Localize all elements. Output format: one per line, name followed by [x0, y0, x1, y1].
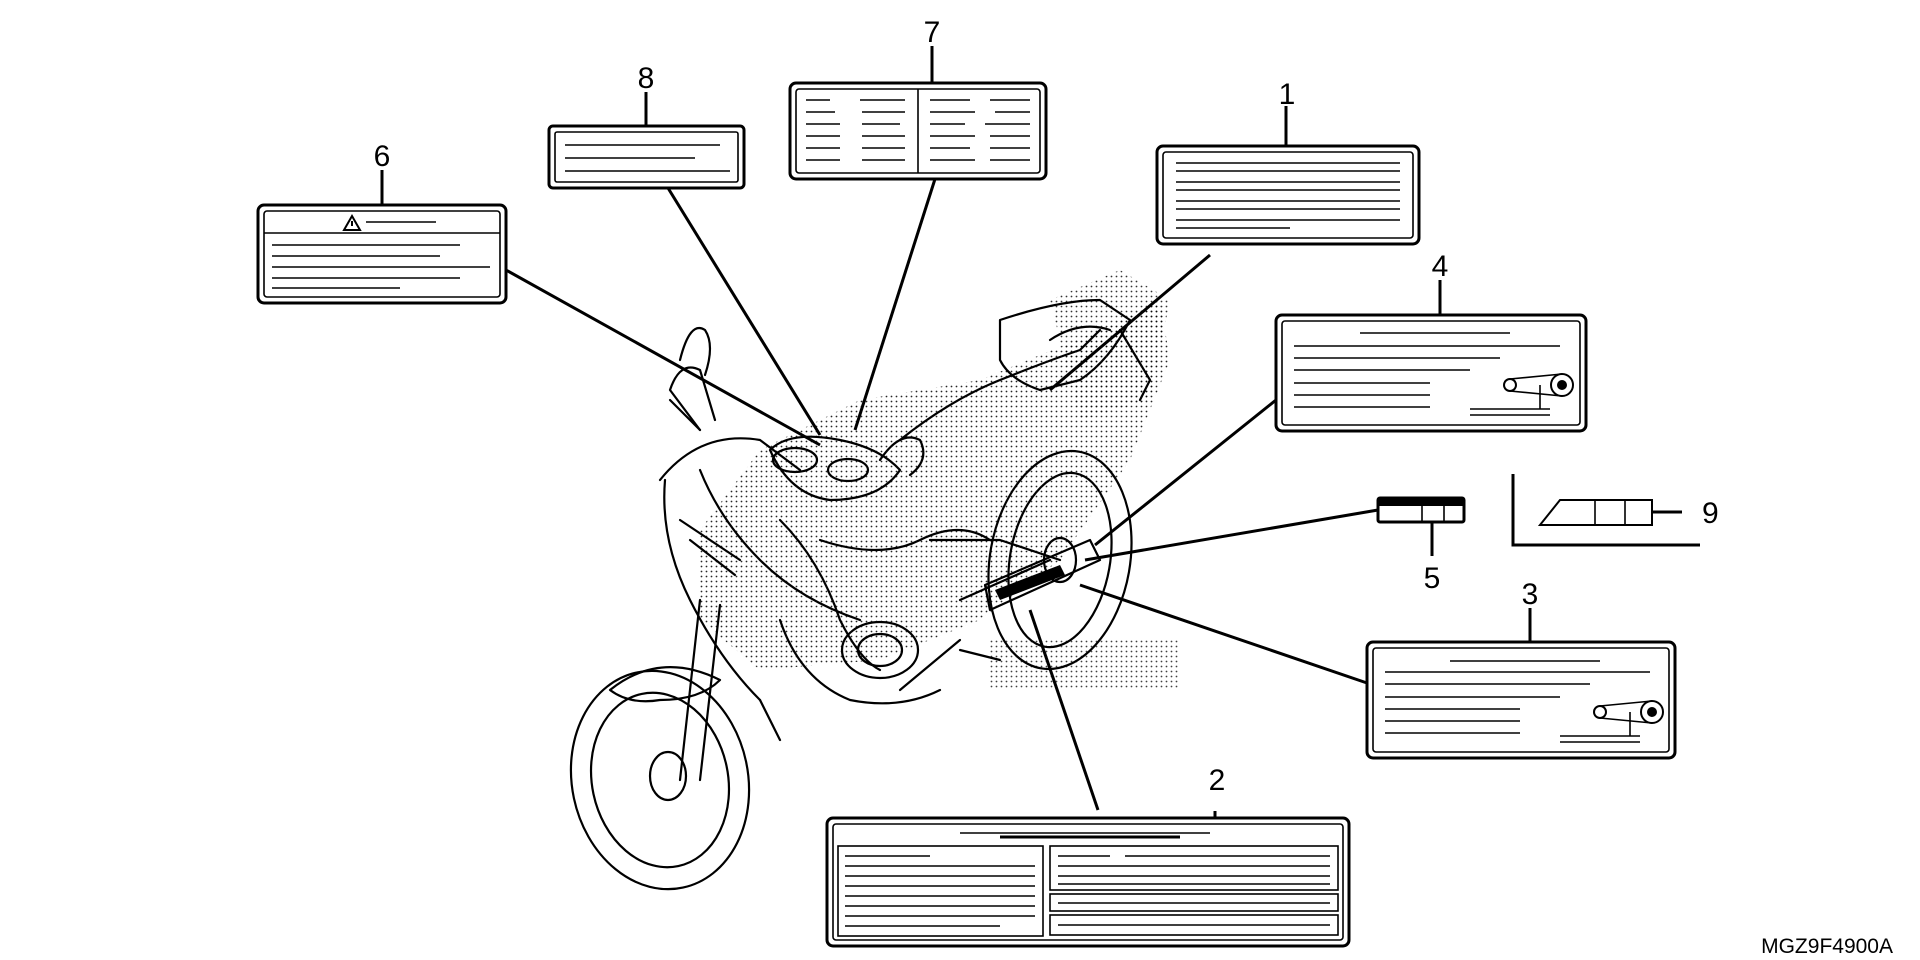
callout-5: 5	[1424, 562, 1441, 595]
warning-triangle-icon	[342, 213, 362, 231]
drive-chain-icon	[1503, 373, 1574, 409]
label-4	[1274, 313, 1588, 433]
label-3	[1365, 640, 1677, 760]
label-7	[788, 81, 1048, 181]
callout-1: 1	[1279, 78, 1296, 111]
callout-8: 8	[638, 62, 655, 95]
callout-6: 6	[374, 140, 391, 173]
label-6	[256, 203, 508, 305]
label-2	[825, 816, 1351, 948]
motorcycle-illustration	[569, 270, 1180, 891]
label-5	[1376, 496, 1466, 524]
diagram-code: MGZ9F4900A	[1761, 935, 1893, 958]
label-9	[1511, 474, 1700, 547]
callout-2: 2	[1209, 764, 1226, 797]
label-8	[547, 124, 746, 190]
callout-9: 9	[1702, 497, 1719, 530]
callout-4: 4	[1432, 250, 1449, 283]
callout-7: 7	[924, 16, 941, 49]
label-1	[1155, 144, 1421, 246]
callout-numbers: 1 2 3 4 5 6 7 8 9	[374, 16, 1719, 797]
drive-chain-icon	[1593, 700, 1664, 736]
leader-lines	[380, 46, 1532, 818]
callout-3: 3	[1522, 578, 1539, 611]
